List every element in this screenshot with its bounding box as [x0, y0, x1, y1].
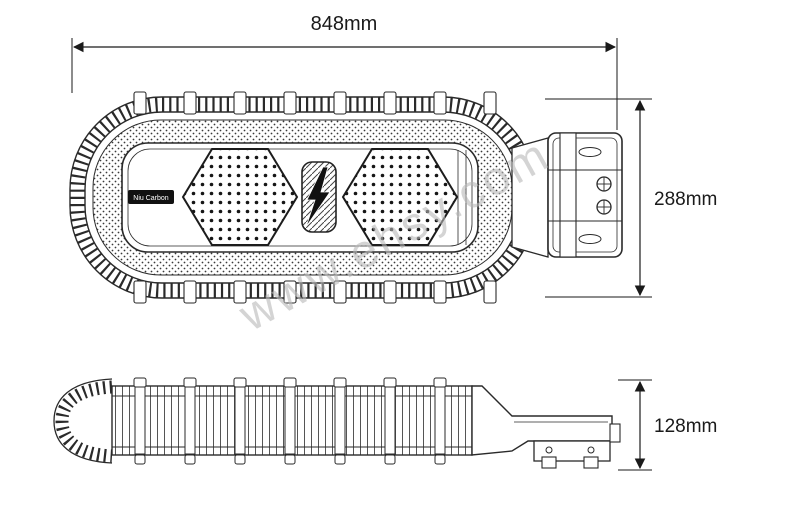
bolt-nub-bottom	[134, 454, 146, 465]
depth-dimension-label: 128mm	[654, 416, 717, 437]
lightning-icon	[305, 166, 331, 228]
bolt-tab	[233, 91, 247, 115]
bolt-column	[334, 386, 346, 455]
bolt-tab	[433, 91, 447, 115]
dimension-height: 288mm	[545, 98, 717, 298]
driver-unit	[301, 161, 337, 233]
bolt-tab	[183, 280, 197, 304]
bolt-nub-top	[133, 377, 147, 388]
dimension-depth: 128mm	[618, 379, 717, 471]
bolt-nub-top	[383, 377, 397, 388]
bolt-tab	[333, 91, 347, 115]
bolt-nub-bottom	[384, 454, 396, 465]
bolt-tab	[283, 280, 297, 304]
bolt-nub-bottom	[434, 454, 446, 465]
led-module-right	[341, 148, 459, 246]
mounting-bracket	[511, 132, 623, 258]
bolt-tab	[483, 280, 497, 304]
bracket-slot	[578, 234, 602, 244]
bolt-column	[284, 386, 296, 455]
bolt-tab	[433, 280, 447, 304]
bolt-tab	[183, 91, 197, 115]
brand-label-text: Niu Carbon	[133, 195, 169, 202]
bracket-screw	[596, 199, 612, 215]
side-bracket-foot	[541, 456, 557, 469]
bolt-nub-top	[233, 377, 247, 388]
side-view	[53, 377, 621, 469]
led-module-left	[181, 148, 299, 246]
bolt-tab	[283, 91, 297, 115]
brand-label: Niu Carbon	[128, 190, 174, 204]
bolt-nub-top	[333, 377, 347, 388]
bracket-slot	[578, 147, 602, 157]
bracket-plate	[547, 132, 623, 258]
bolt-tabs-bottom	[133, 280, 497, 304]
height-dimension-label: 288mm	[654, 189, 717, 210]
bolt-nub-bottom	[234, 454, 246, 465]
side-bracket-screw	[587, 446, 595, 454]
side-bracket-plate	[533, 440, 611, 462]
bolt-tab	[383, 280, 397, 304]
bolt-nub-top	[433, 377, 447, 388]
width-dimension-label: 848mm	[311, 13, 378, 35]
nose-fin-ring	[55, 380, 113, 463]
bolt-nub-top	[283, 377, 297, 388]
bolt-tab	[483, 91, 497, 115]
bolt-tabs-top	[133, 91, 497, 115]
bolt-nub-bottom	[284, 454, 296, 465]
bolt-nub-bottom	[184, 454, 196, 465]
dimension-width: 848mm	[71, 13, 618, 130]
bolt-tab	[233, 280, 247, 304]
bracket-screw	[596, 176, 612, 192]
brand-label-plate	[128, 190, 174, 204]
side-bracket-screw	[545, 446, 553, 454]
bolt-nub-top	[183, 377, 197, 388]
side-bolt-columns	[133, 377, 447, 465]
bracket-neck	[511, 137, 549, 258]
bolt-column	[434, 386, 446, 455]
top-view: Niu Carbon	[69, 91, 623, 304]
bolt-tab	[133, 280, 147, 304]
bolt-column	[184, 386, 196, 455]
bracket-plate-inner	[552, 137, 618, 253]
bolt-tab	[383, 91, 397, 115]
bolt-tab	[133, 91, 147, 115]
bolt-column	[384, 386, 396, 455]
side-arm	[471, 385, 621, 469]
side-hook	[609, 423, 621, 443]
nose-outline	[53, 378, 113, 464]
bracket-clamp	[559, 132, 577, 258]
side-bracket-foot	[583, 456, 599, 469]
bolt-column	[134, 386, 146, 455]
bolt-tab	[333, 280, 347, 304]
bolt-nub-bottom	[334, 454, 346, 465]
bolt-column	[234, 386, 246, 455]
fin-ring	[69, 96, 536, 299]
